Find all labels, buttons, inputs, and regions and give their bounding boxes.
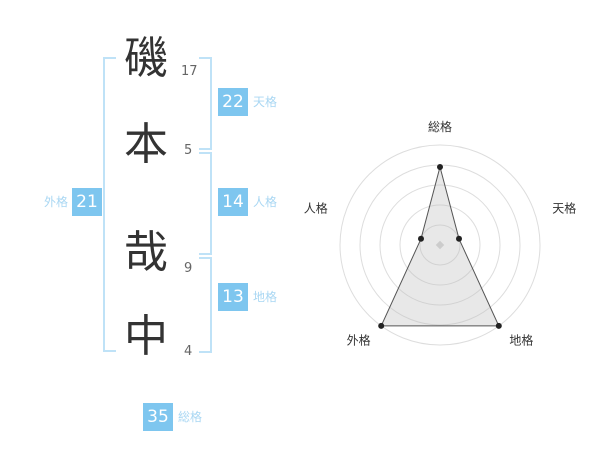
jinkaku-label: 人格 [253,195,278,209]
gaikaku-label: 外格 [43,195,68,209]
name-char-3: 哉 [124,227,168,278]
radar-ring [339,144,541,346]
gaikaku-value-badge: 21 [72,188,102,216]
radar-axis-label: 天格 [552,201,576,216]
radar-point [456,235,462,242]
radar-point [495,322,502,329]
radar-point [418,235,424,242]
radar-ring [399,204,481,286]
tenkaku-value-badge: 22 [218,88,248,116]
radar-point [378,322,385,329]
radar-ring [379,184,501,306]
soukaku-value-badge: 35 [143,403,173,431]
radar-point [437,164,443,170]
tenkaku-label: 天格 [253,95,278,109]
radar-axis-label: 総格 [428,119,452,134]
name-char-1: 磯 [124,33,168,84]
radar-axis-label: 外格 [347,333,371,348]
chikaku-bracket [199,257,212,353]
radar-ring [419,224,461,266]
name-char-4: 中 [124,311,168,362]
stroke-count-1: 17 [181,64,198,79]
name-char-2: 本 [124,119,168,170]
stroke-count-3: 9 [184,261,193,276]
soukaku-label: 総格 [178,410,203,424]
chikaku-label: 地格 [253,290,278,304]
chikaku-value-badge: 13 [218,283,248,311]
jinkaku-value-badge: 14 [218,188,248,216]
stroke-count-4: 4 [184,344,193,359]
radar-axis-label: 人格 [304,201,328,216]
stroke-count-2: 5 [184,143,193,158]
tenkaku-bracket [199,57,212,150]
radar-center-marker [435,240,445,250]
jinkaku-bracket [199,152,212,255]
radar-axis-label: 地格 [509,333,533,348]
gaikaku-bracket [103,57,116,352]
